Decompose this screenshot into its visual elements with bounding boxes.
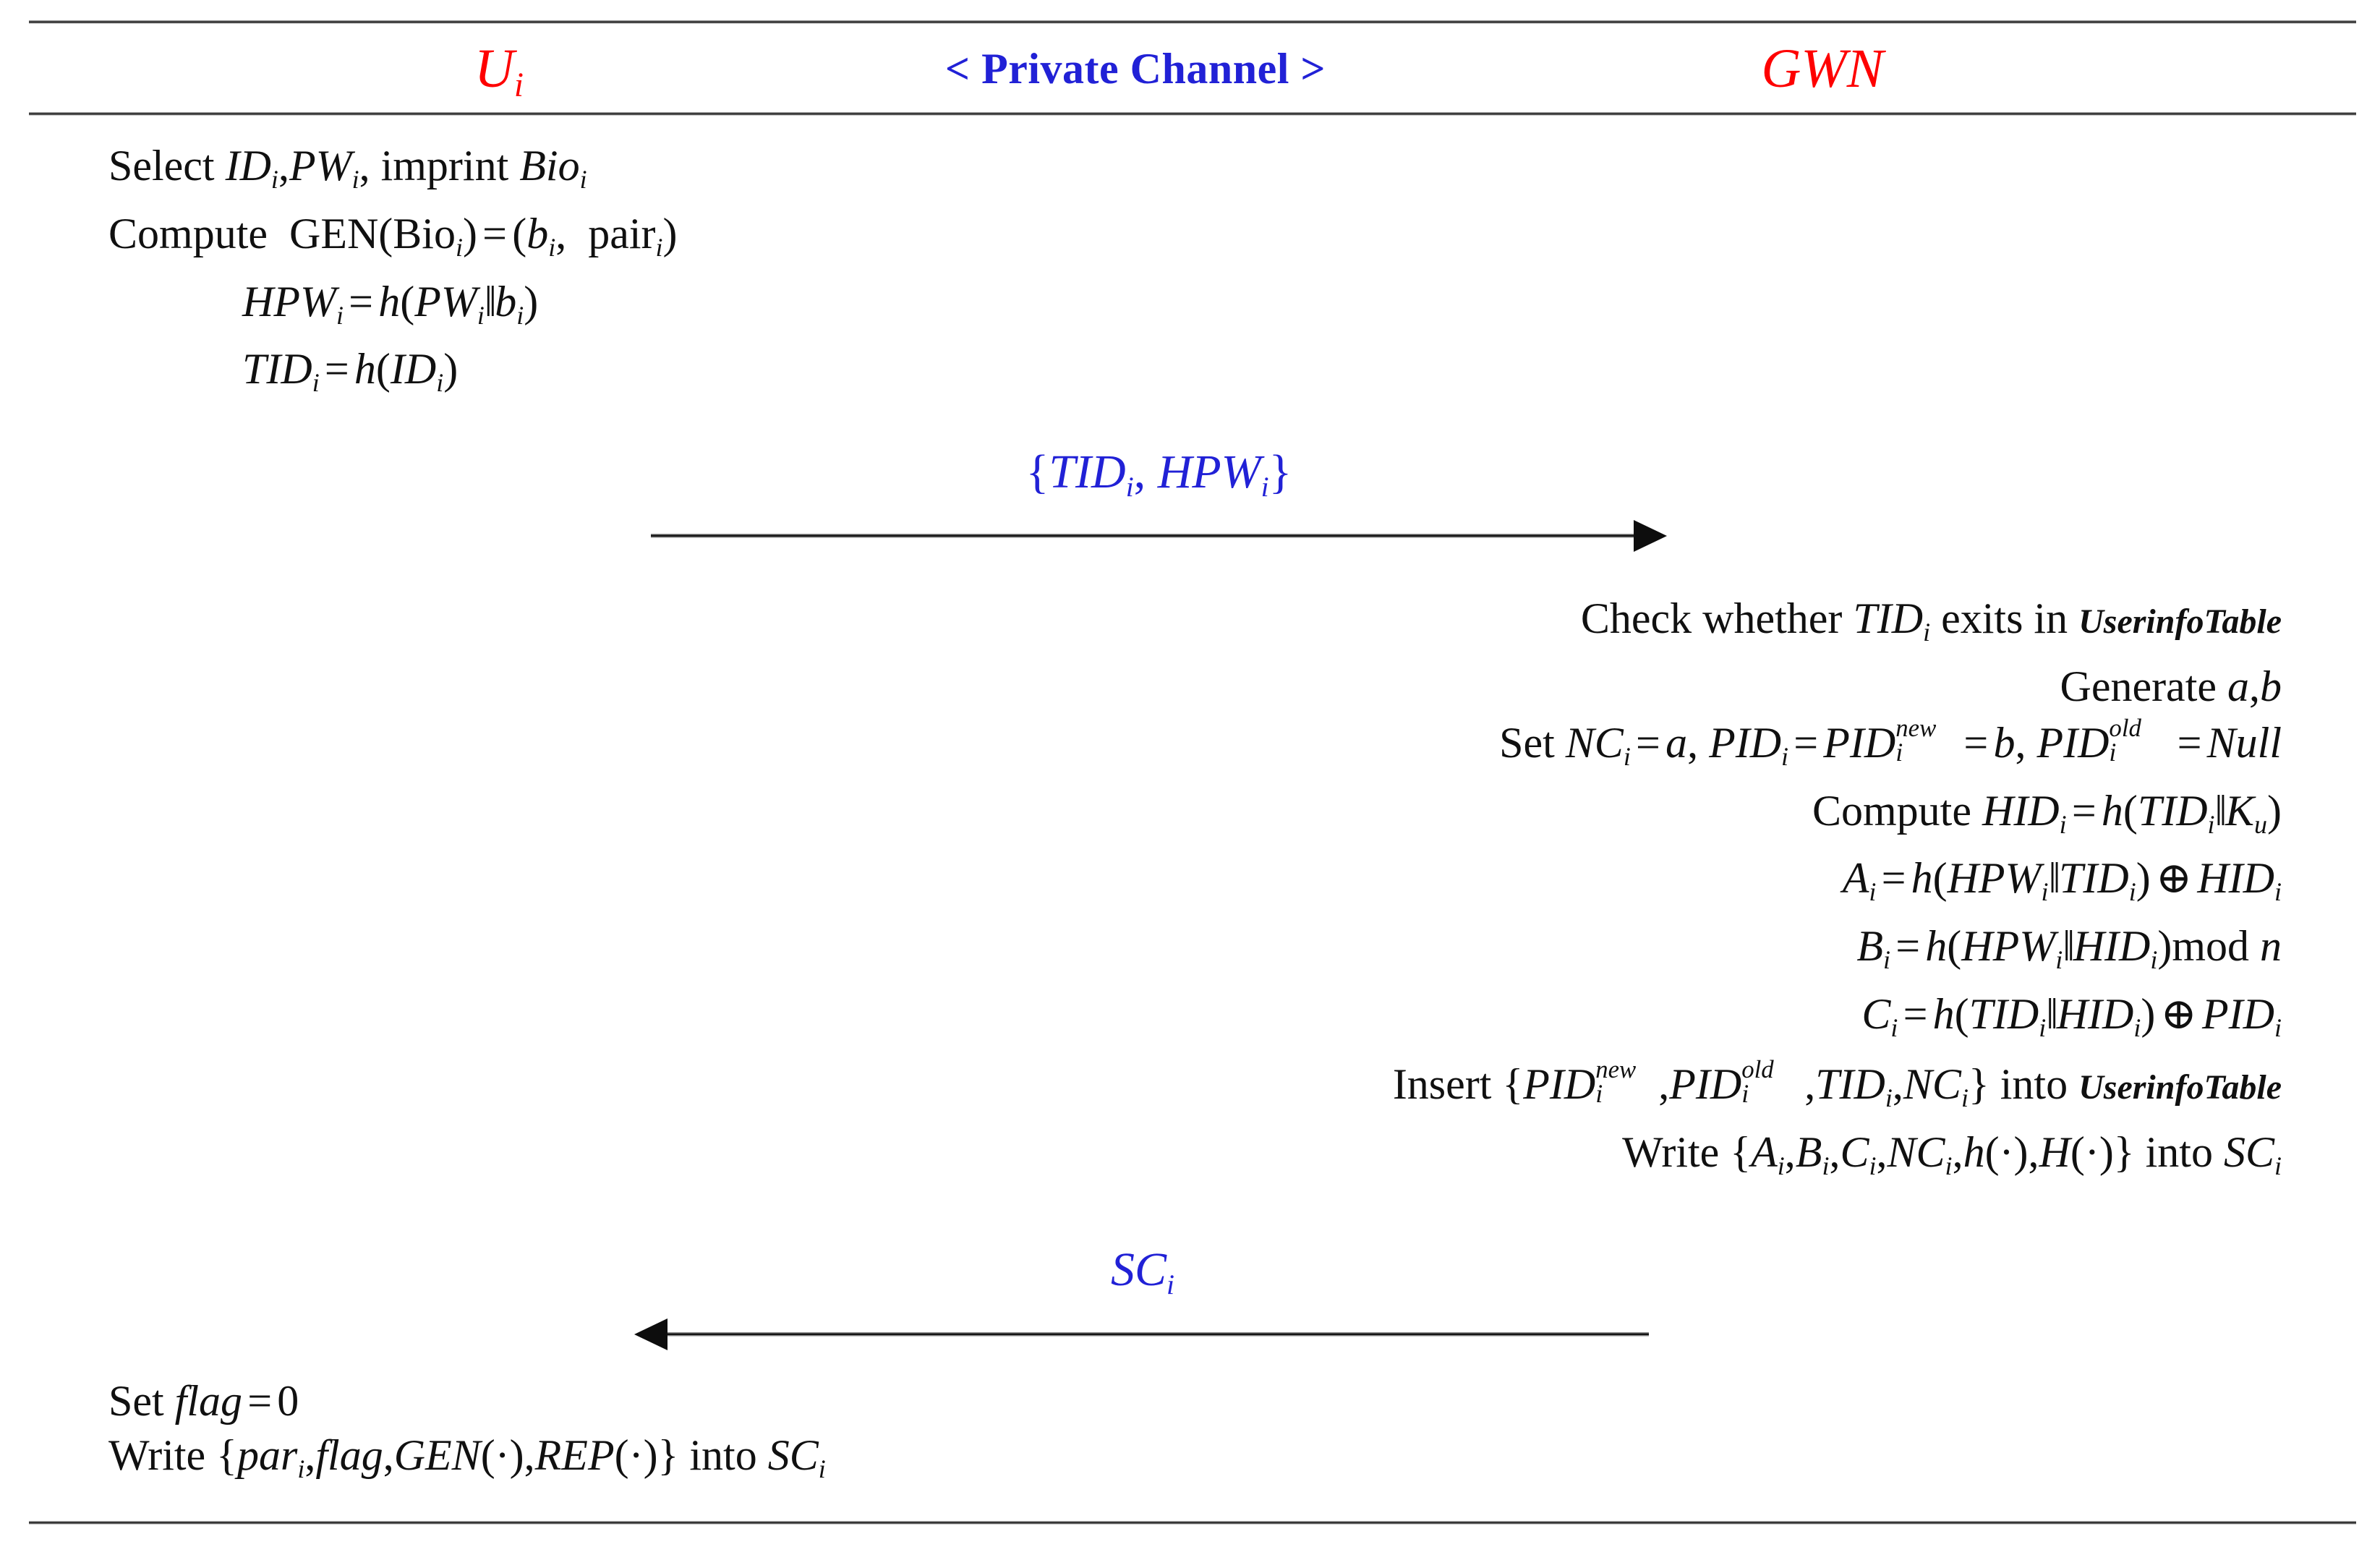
user-steps-top-block: Select IDi,PWi, imprint Bioi Compute GEN… [108,139,677,410]
gateway-steps-block: Check whether TIDi exits in UserinfoTabl… [1393,592,2282,1193]
message-2-arrow-head-left-icon [634,1318,667,1350]
write-sc-line: Write {Ai,Bi,Ci,NCi,h(·),H(·)} into SCi [1622,1128,2282,1180]
top-rule [29,20,2356,24]
user-steps-bottom-block: Set flag=0 Write {pari,flag,GEN(·),REP(·… [108,1374,826,1496]
b-line: Bi=h(HPWi‖HIDi)mod n [1856,922,2282,974]
channel-header: < Private Channel > [839,29,1432,108]
tid-line: TIDi=h(IDi) [242,345,458,398]
hpw-line: HPWi=h(PWi‖bi) [242,277,539,330]
set-flag-line: Set flag=0 [108,1377,299,1425]
header-rule [29,112,2356,116]
message-1-label: {TIDi, HPWi} [1025,446,1292,503]
select-line: Select IDi,PWi, imprint Bioi [108,142,587,194]
message-1-arrow-head-right-icon [1634,520,1667,552]
c-line: Ci=h(TIDi‖HIDi)⊕PIDi [1861,989,2282,1042]
generate-line: Generate a,b [2060,662,2282,710]
bottom-rule [29,1521,2356,1525]
private-channel-label: < Private Channel > [944,45,1326,93]
check-tid-line: Check whether TIDi exits in UserinfoTabl… [1580,594,2282,647]
left-entity-label: Ui [474,38,524,105]
a-line: Ai=h(HPWi‖TIDi)⊕HIDi [1842,854,2282,907]
left-entity-header: Ui [376,29,622,108]
right-entity-header: GWN [1685,29,1960,108]
message-1-arrow-line [651,534,1636,538]
compute-gen-line: Compute GEN(Bioi)=(bi, pairi) [108,209,678,262]
compute-hid-line: Compute HIDi=h(TIDi‖Ku) [1812,786,2282,839]
write-par-line: Write {pari,flag,GEN(·),REP(·)} into SCi [108,1431,826,1483]
message-2-label: SCi [1110,1243,1175,1300]
message-2-arrow-line [667,1332,1649,1337]
right-entity-label: GWN [1761,38,1884,99]
